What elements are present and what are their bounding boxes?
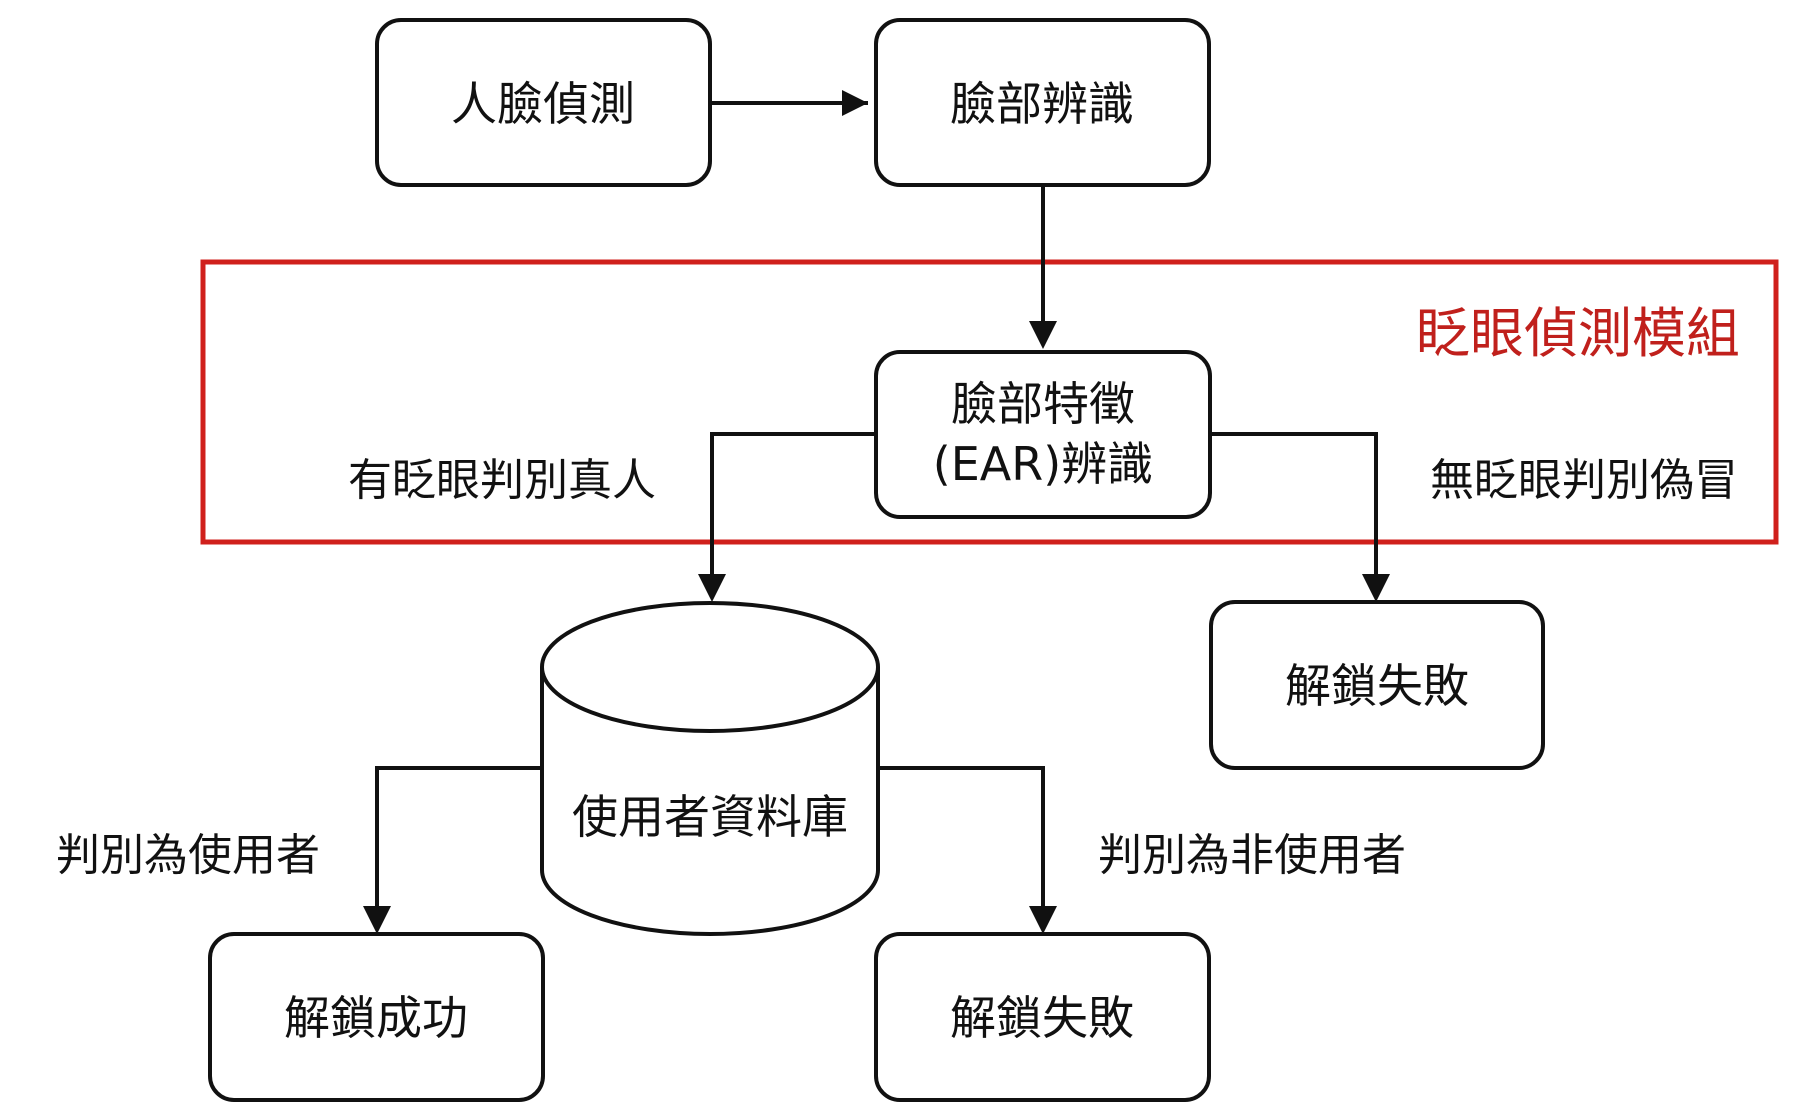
node-unlock-success: 解鎖成功 bbox=[208, 932, 545, 1102]
node-face-detection-label: 人臉偵測 bbox=[451, 77, 635, 131]
arrowheads bbox=[363, 90, 1390, 934]
arrowhead-to-fail-bottom bbox=[1029, 906, 1057, 934]
node-face-detection: 人臉偵測 bbox=[375, 18, 712, 187]
node-unlock-success-label: 解鎖成功 bbox=[284, 991, 468, 1045]
edge-label-not-user: 判別為非使用者 bbox=[1098, 830, 1406, 881]
node-ear-recognition: 臉部特徵 (EAR)辨識 bbox=[874, 350, 1212, 519]
edge-label-blink-real: 有眨眼判別真人 bbox=[348, 455, 656, 506]
node-unlock-fail-bottom: 解鎖失敗 bbox=[874, 932, 1211, 1102]
blink-module-label: 眨眼偵測模組 bbox=[1416, 302, 1740, 365]
database-cylinder-body bbox=[540, 667, 880, 936]
node-ear-label-line1: 臉部特徵 bbox=[951, 377, 1135, 431]
database-cylinder-top bbox=[540, 601, 880, 733]
edge-ear-to-fail-right bbox=[1210, 432, 1378, 595]
arrowhead-to-ear bbox=[1029, 321, 1057, 349]
arrowhead-to-recognition bbox=[842, 90, 868, 116]
edges bbox=[375, 101, 1378, 926]
node-face-recognition: 臉部辨識 bbox=[874, 18, 1211, 187]
edge-database-to-success bbox=[375, 766, 542, 926]
edge-label-is-user: 判別為使用者 bbox=[56, 830, 320, 881]
blink-module-boundary bbox=[200, 259, 1779, 545]
node-ear-label-line2: (EAR)辨識 bbox=[933, 437, 1153, 491]
node-unlock-fail-right-label: 解鎖失敗 bbox=[1285, 659, 1469, 713]
node-face-recognition-label: 臉部辨識 bbox=[950, 77, 1134, 131]
node-database-label: 使用者資料庫 bbox=[572, 790, 848, 844]
node-unlock-fail-bottom-label: 解鎖失敗 bbox=[950, 991, 1134, 1045]
edge-ear-to-database bbox=[710, 432, 876, 595]
node-user-database: 使用者資料庫 bbox=[540, 601, 880, 936]
edge-label-no-blink-fake: 無眨眼判別偽冒 bbox=[1430, 455, 1738, 506]
arrowhead-to-fail-right bbox=[1362, 574, 1390, 602]
arrowhead-to-database bbox=[698, 574, 726, 602]
node-unlock-fail-right: 解鎖失敗 bbox=[1209, 600, 1545, 770]
edge-database-to-fail-bottom bbox=[878, 766, 1045, 926]
arrowhead-to-success bbox=[363, 906, 391, 934]
